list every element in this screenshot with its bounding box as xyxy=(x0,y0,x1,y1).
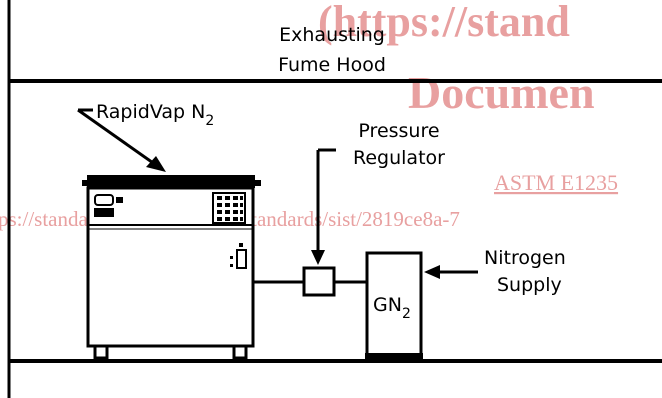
lid-hinge-right xyxy=(253,180,261,186)
rapidvap-evaporator xyxy=(82,175,261,360)
regulator-label-line-1: Pressure xyxy=(358,120,439,142)
cylinder-label-main: GN xyxy=(373,294,402,316)
regulator-callout xyxy=(311,148,336,265)
evaporator-label-subscript: 2 xyxy=(205,113,214,129)
supply-label-line-2: Supply xyxy=(497,274,562,296)
cylinder-base xyxy=(365,353,423,360)
cylinder-label-subscript: 2 xyxy=(402,306,411,322)
watermark-line-3: ASTM E1235 xyxy=(494,170,618,195)
evaporator-label-name: RapidVap N xyxy=(96,101,205,123)
gas-inlet-fitting-icon xyxy=(230,243,247,269)
control-knob-icon xyxy=(94,208,114,217)
evaporator-foot-left xyxy=(93,344,109,360)
hood-label-line-2: Fume Hood xyxy=(278,54,386,76)
fume-hood xyxy=(7,0,662,398)
nitrogen-cylinder xyxy=(365,251,423,360)
supply-arrowhead-icon xyxy=(424,265,440,279)
display-window-icon xyxy=(94,194,114,206)
callout-arrowhead-icon xyxy=(146,156,166,172)
rapidvap-callout xyxy=(77,108,166,172)
evaporator-body xyxy=(86,186,255,348)
watermark-line-1: (https://stand xyxy=(318,0,570,46)
keypad-icon xyxy=(212,192,246,224)
regulator-label-line-2: Regulator xyxy=(353,147,445,169)
power-switch-icon xyxy=(116,197,123,203)
evaporator-foot-right xyxy=(232,344,248,360)
pressure-regulator xyxy=(302,266,336,297)
regulator-arrowhead-icon xyxy=(311,250,325,265)
supply-label-line-1: Nitrogen xyxy=(484,247,566,269)
hood-label-line-1: Exhausting xyxy=(279,24,385,46)
lid-hinge-left xyxy=(82,180,90,186)
evaporator-label: RapidVap N2 xyxy=(96,101,214,129)
evaporator-lid xyxy=(87,175,255,188)
watermark-line-2: Documen xyxy=(408,67,595,118)
cylinder-label: GN2 xyxy=(373,294,411,322)
